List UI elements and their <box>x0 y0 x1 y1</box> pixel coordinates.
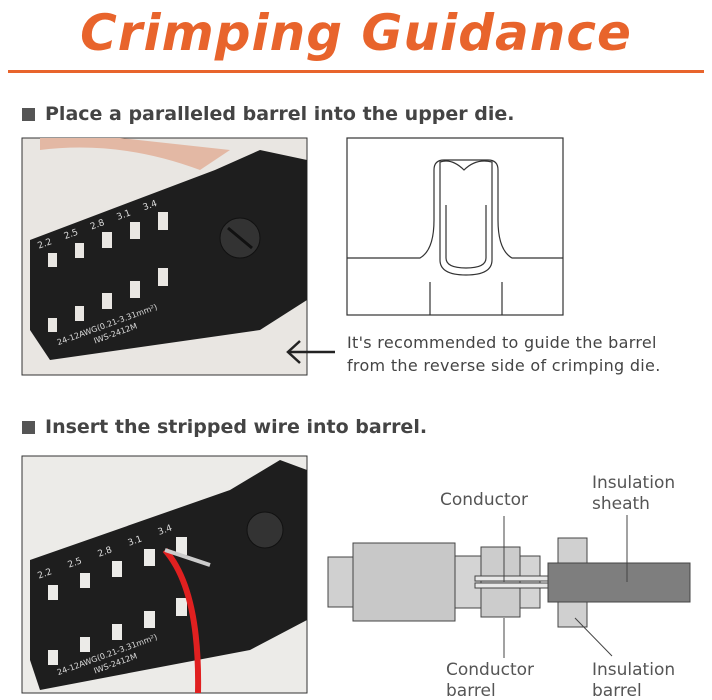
size-label: 3.1 <box>127 534 144 548</box>
title-divider <box>8 70 704 73</box>
size-label: 2.2 <box>36 237 53 251</box>
crimper-photo-1: 2.2 2.5 2.8 3.1 3.4 24-12AWG(0.21-3.31mm… <box>21 137 308 376</box>
page-title: Crimping Guidance <box>80 4 632 62</box>
red-wire <box>162 548 202 694</box>
label-insulation-sheath: Insulation <box>592 473 675 493</box>
size-label: 3.4 <box>142 199 159 213</box>
step1-heading-text: Place a paralleled barrel into the upper… <box>45 103 515 125</box>
label-conductor: Conductor <box>440 490 528 510</box>
label-insulation-barrel: barrel <box>592 681 642 700</box>
label-conductor-barrel: Conductor <box>446 660 534 680</box>
step1-caption: It's recommended to guide the barrel fro… <box>347 331 661 377</box>
label-insulation-sheath: sheath <box>592 494 650 514</box>
size-label: 3.1 <box>115 209 132 223</box>
terminal-diagram <box>327 515 691 658</box>
caption-line: It's recommended to guide the barrel <box>347 333 657 352</box>
size-label: 2.8 <box>89 218 106 232</box>
crimper-photo-2: 2.2 2.5 2.8 3.1 3.4 24-12AWG(0.21-3.31mm… <box>21 455 308 694</box>
step2-heading: Insert the stripped wire into barrel. <box>22 416 427 438</box>
arrow-left-icon <box>286 340 335 364</box>
label-insulation-barrel: Insulation <box>592 660 675 680</box>
step2-heading-text: Insert the stripped wire into barrel. <box>45 416 428 438</box>
die-diagram <box>346 137 564 316</box>
size-label: 2.8 <box>97 545 114 559</box>
size-label: 2.5 <box>67 556 84 570</box>
size-label: 3.4 <box>157 523 174 537</box>
label-conductor-barrel: barrel <box>446 681 496 700</box>
size-label: 2.2 <box>36 567 53 581</box>
size-label: 2.5 <box>63 228 80 242</box>
caption-line: from the reverse side of crimping die. <box>347 356 661 375</box>
square-bullet-icon <box>22 420 35 434</box>
step1-heading: Place a paralleled barrel into the upper… <box>22 103 515 125</box>
square-bullet-icon <box>22 107 35 121</box>
